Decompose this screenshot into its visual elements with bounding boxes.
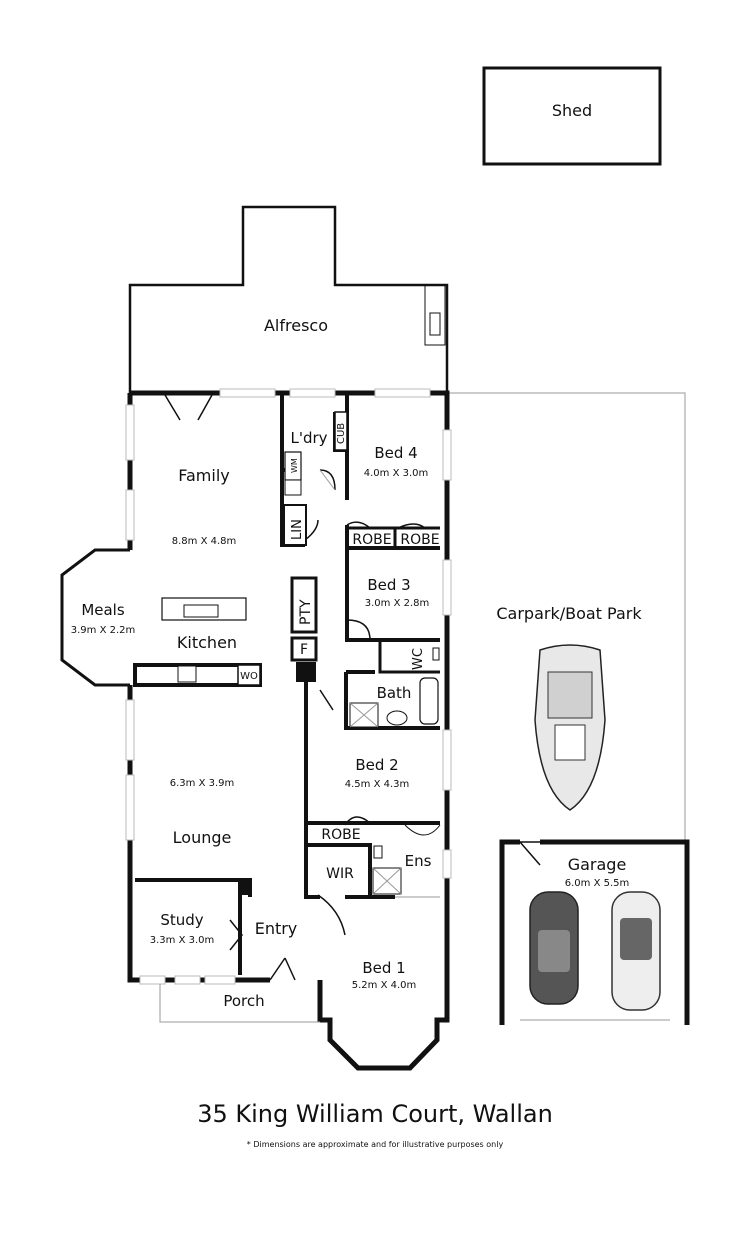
bed4-label: Bed 4 [374,444,417,462]
bed3-label: Bed 3 [367,576,410,594]
family-label: Family [178,466,229,485]
bbq-unit [424,284,446,346]
bed1-dims: 5.2m X 4.0m [352,980,417,991]
bath-label: Bath [377,684,412,702]
shed-outline [482,66,662,166]
disclaimer-note: * Dimensions are approximate and for ill… [246,1140,504,1149]
robe3-label: ROBE [400,532,439,548]
meals-dims: 3.9m X 2.2m [71,625,136,636]
garage-outline [499,839,690,1025]
family-door-swing [164,394,213,421]
shed-label: Shed [552,101,592,120]
boat [534,644,606,811]
bed4-dims: 4.0m X 3.0m [364,468,429,479]
meals-label: Meals [81,601,125,619]
bed3-dims: 3.0m X 2.8m [365,598,430,609]
garage-door-swing [519,841,541,866]
fridge-label: F [300,642,308,658]
pty-label: PTY [298,599,314,625]
window-marks [125,388,452,985]
ens-label: Ens [405,852,432,870]
garage-label: Garage [568,855,627,874]
laundry-tub [284,479,302,496]
car-right [611,891,661,1011]
wall-oven [237,664,261,686]
wir-label: WIR [326,866,354,882]
lounge-label: Lounge [173,828,232,847]
wc-toilet [432,647,440,661]
garage-dims: 6.0m X 5.5m [565,878,630,889]
cooktop [177,665,197,683]
study-dims: 3.3m X 3.0m [150,935,215,946]
shower-cross [349,702,379,728]
cub-label: CUB [336,423,347,444]
bath-basin [386,710,408,726]
door-swings [229,469,426,981]
ensuite-shower-cross [372,867,402,895]
porch-label: Porch [223,992,264,1010]
wo-label: WO [240,671,258,682]
bed2-dims: 4.5m X 4.3m [345,779,410,790]
wm-label: WM [290,458,299,473]
bbq-sink [429,312,441,336]
alfresco-label: Alfresco [264,316,328,335]
family-dims: 8.8m X 4.8m [172,536,237,547]
ensuite-toilet [373,845,383,859]
bathtub [419,677,439,725]
meals-bay-wall [60,548,130,687]
carpark-label: Carpark/Boat Park [496,604,642,623]
laundry-cupboard [334,411,348,451]
kitchen-sink [183,604,219,618]
carpark-outline [447,392,686,840]
address-title: 35 King William Court, Wallan [197,1100,553,1128]
linen-cupboard [283,504,307,546]
study-label: Study [160,911,203,929]
wc-label: WC [411,648,426,670]
ensuite-vanity [404,824,441,836]
lin-label: LIN [290,519,305,540]
kitchen-label: Kitchen [177,633,237,652]
robe2-label: ROBE [321,827,360,843]
alfresco-outline [128,205,449,393]
lounge-dims: 6.3m X 3.9m [170,778,235,789]
bed2-label: Bed 2 [355,756,398,774]
bed1-label: Bed 1 [362,959,405,977]
laundry-label: L'dry [290,429,327,447]
car-left [529,891,579,1005]
robe4-label: ROBE [352,532,391,548]
porch-outline [159,984,320,1023]
entry-label: Entry [255,919,298,938]
